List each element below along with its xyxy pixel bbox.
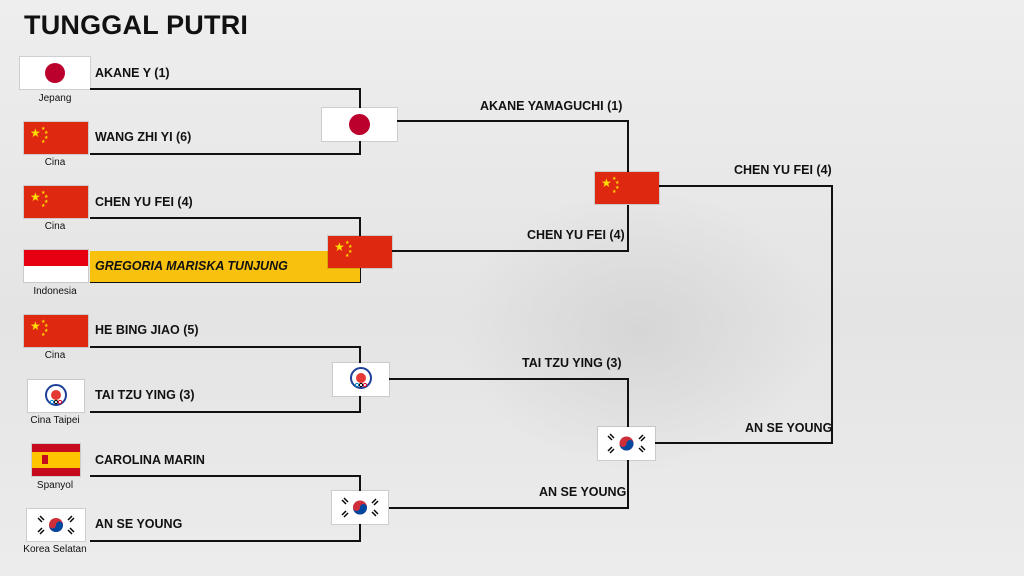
country-label: Cina Taipei (30, 415, 80, 426)
japan-flag-icon (20, 57, 90, 89)
player-name: WANG ZHI YI (6) (95, 130, 192, 144)
svg-text:★: ★ (348, 249, 353, 255)
svg-text:★: ★ (44, 135, 49, 141)
country-label: Cina (44, 157, 66, 168)
china-flag-icon: ★★★★★ (24, 315, 88, 347)
country-label: Indonesia (33, 286, 77, 297)
japan-flag-icon (322, 108, 397, 141)
svg-text:★: ★ (41, 203, 46, 209)
player-name: CAROLINA MARIN (95, 453, 205, 467)
sf-winner-name: CHEN YU FEI (4) (734, 163, 832, 177)
svg-text:★: ★ (41, 332, 46, 338)
player-name: CHEN YU FEI (4) (95, 195, 193, 209)
china-flag-icon: ★★★★★ (328, 236, 392, 268)
south-korea-flag-icon (332, 491, 388, 524)
highlight-bar (90, 251, 360, 282)
svg-text:★: ★ (41, 190, 46, 196)
player-name: AKANE Y (1) (95, 66, 170, 80)
chinese-taipei-flag-icon (333, 363, 389, 396)
svg-text:★: ★ (612, 189, 617, 195)
country-label: Cina (44, 221, 66, 232)
chinese-taipei-flag-icon (28, 380, 84, 412)
player-name-highlighted: GREGORIA MARISKA TUNJUNG (95, 259, 288, 273)
svg-text:★: ★ (601, 176, 612, 190)
svg-text:★: ★ (30, 319, 41, 333)
south-korea-flag-icon (27, 509, 85, 541)
svg-text:★: ★ (348, 244, 353, 250)
country-label: Korea Selatan (23, 544, 87, 555)
player-name: HE BING JIAO (5) (95, 323, 199, 337)
player-name: AN SE YOUNG (95, 517, 183, 531)
qf-winner-name: AKANE YAMAGUCHI (1) (480, 99, 623, 113)
country-label: Jepang (38, 93, 72, 104)
indonesia-flag-icon (24, 250, 88, 282)
svg-text:★: ★ (44, 199, 49, 205)
svg-text:★: ★ (334, 240, 345, 254)
china-flag-icon: ★★★★★ (24, 186, 88, 218)
svg-text:★: ★ (41, 139, 46, 145)
china-flag-icon: ★★★★★ (24, 122, 88, 154)
svg-text:★: ★ (44, 130, 49, 136)
svg-text:★: ★ (345, 253, 350, 259)
south-korea-flag-icon (598, 427, 655, 460)
svg-text:★: ★ (44, 328, 49, 334)
china-flag-icon: ★★★★★ (595, 172, 659, 204)
country-label: Spanyol (36, 480, 74, 491)
svg-text:★: ★ (41, 126, 46, 132)
svg-text:★: ★ (41, 319, 46, 325)
svg-text:★: ★ (44, 323, 49, 329)
qf-winner-name: TAI TZU YING (3) (522, 356, 622, 370)
player-name: TAI TZU YING (3) (95, 388, 195, 402)
svg-text:★: ★ (44, 194, 49, 200)
sf-winner-name: AN SE YOUNG (745, 421, 833, 435)
svg-text:★: ★ (30, 126, 41, 140)
svg-text:★: ★ (615, 180, 620, 186)
country-label: Cina (44, 350, 66, 361)
spain-flag-icon (32, 444, 80, 476)
qf-winner-name: AN SE YOUNG (539, 485, 627, 499)
svg-text:★: ★ (612, 176, 617, 182)
svg-text:★: ★ (615, 185, 620, 191)
qf-winner-name: CHEN YU FEI (4) (527, 228, 625, 242)
page-title: TUNGGAL PUTRI (24, 10, 249, 40)
svg-text:★: ★ (345, 240, 350, 246)
svg-text:★: ★ (30, 190, 41, 204)
